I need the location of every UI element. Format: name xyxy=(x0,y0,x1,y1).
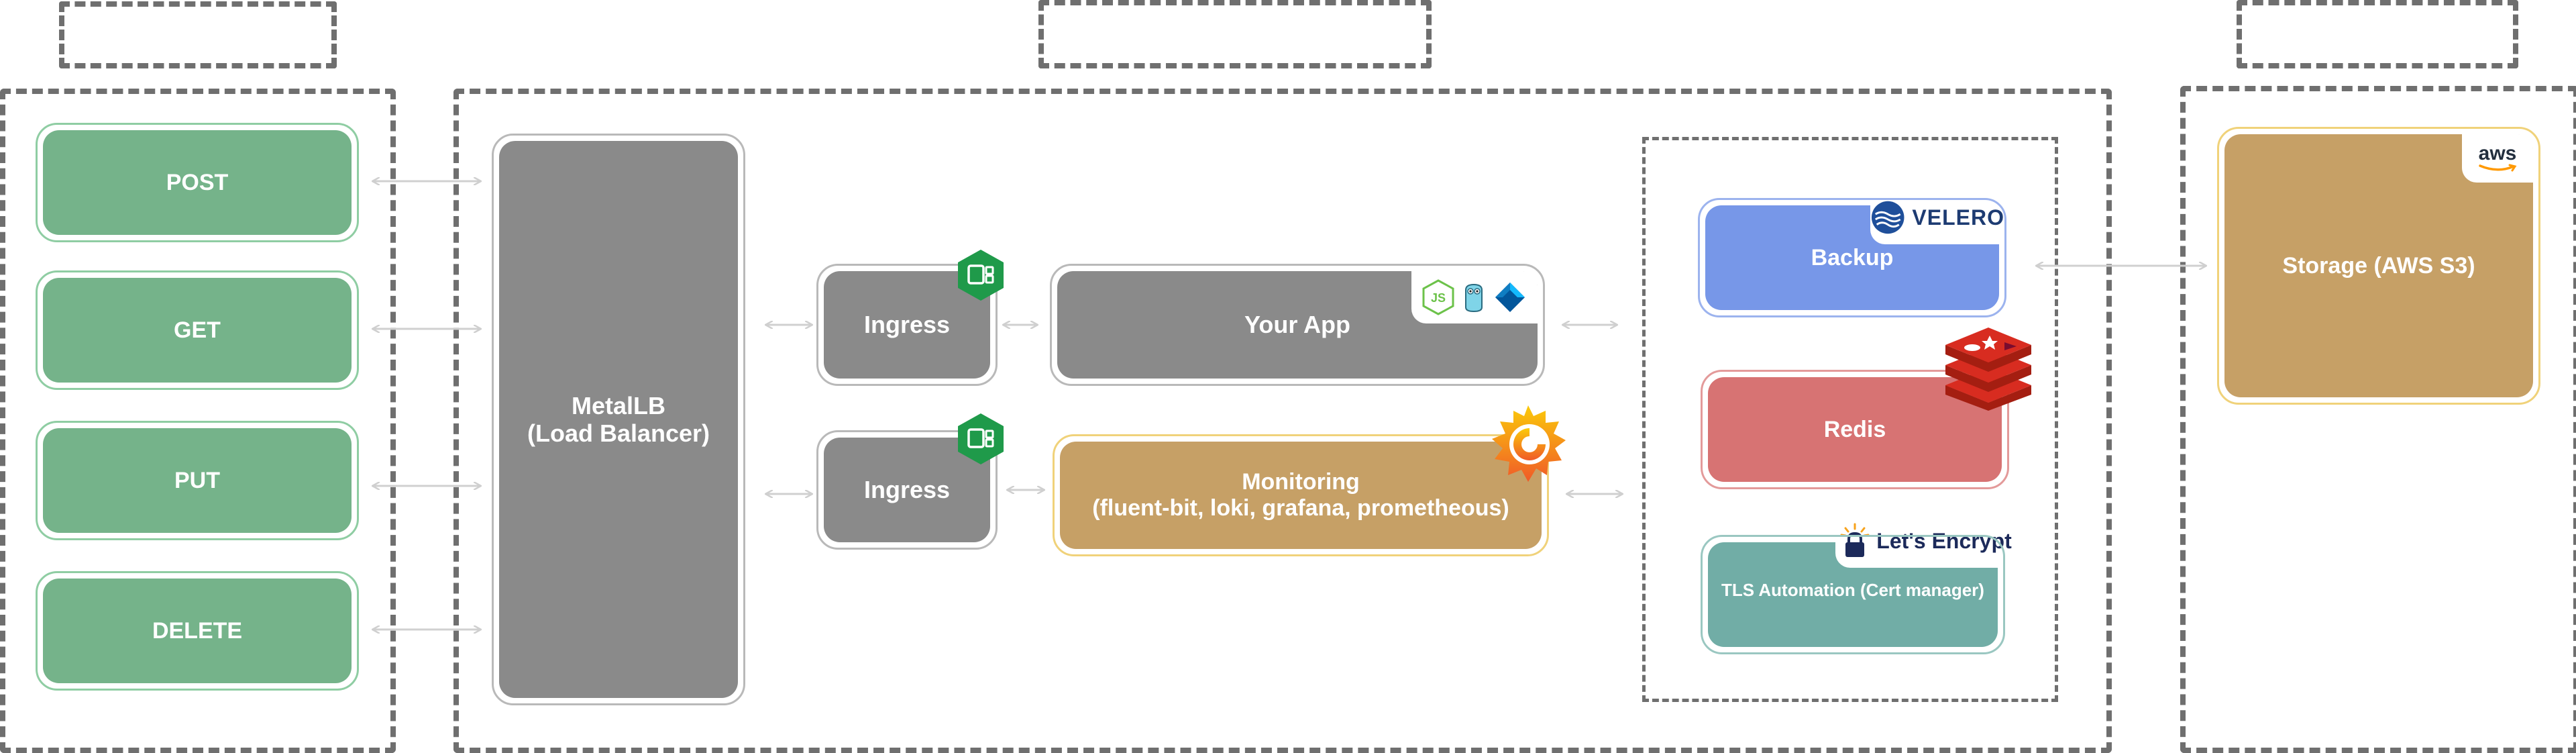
velero-wave-icon xyxy=(1871,201,1904,234)
letsencrypt-logo-text: Let's Encrypt xyxy=(1876,528,2012,553)
app-tech-logos: JS xyxy=(1411,271,1538,323)
services-frame xyxy=(1642,137,2058,702)
put-request-box[interactable]: PUT xyxy=(36,421,359,540)
requests-frame xyxy=(0,89,396,753)
nginx-ingress-hexagon-icon xyxy=(958,413,1004,464)
monitoring-title: Monitoring xyxy=(1242,468,1360,495)
backup-label: Backup xyxy=(1811,244,1894,270)
cloud-frame xyxy=(2180,86,2576,753)
gopher-icon xyxy=(1465,283,1483,313)
post-request-box[interactable]: POST xyxy=(36,123,359,242)
ingress-bottom-label: Ingress xyxy=(863,476,951,503)
aws-logo: aws xyxy=(2462,134,2533,183)
monitoring-subtitle: (fluent-bit, loki, grafana, prometheous) xyxy=(1092,495,1509,521)
nodejs-hexagon-icon: JS xyxy=(1422,279,1454,315)
cluster-frame xyxy=(453,89,2112,753)
cluster-frame-tab xyxy=(1038,0,1432,68)
put-label: PUT xyxy=(174,467,220,493)
velero-logo: VELERO xyxy=(1870,191,2004,244)
get-label: GET xyxy=(174,317,221,343)
nginx-ingress-hexagon-icon xyxy=(958,250,1004,301)
your-app-box[interactable]: Your App JS xyxy=(1050,264,1545,386)
monitoring-box[interactable]: Monitoring (fluent-bit, loki, grafana, p… xyxy=(1053,434,1549,556)
metallb-title: MetalLB xyxy=(571,391,665,419)
velero-logo-text: VELERO xyxy=(1912,205,2004,230)
post-label: POST xyxy=(166,169,229,195)
storage-aws-s3-box[interactable]: Storage (AWS S3) aws xyxy=(2217,127,2540,405)
flutter-dart-icon xyxy=(1495,283,1525,312)
ingress-top-label: Ingress xyxy=(863,311,951,338)
get-request-box[interactable]: GET xyxy=(36,270,359,390)
storage-label: Storage (AWS S3) xyxy=(2282,252,2475,279)
redis-label: Redis xyxy=(1823,416,1886,442)
aws-smile-icon xyxy=(2479,164,2517,172)
tls-automation-box[interactable]: TLS Automation (Cert manager) Let's Encr… xyxy=(1701,514,2017,654)
delete-label: DELETE xyxy=(152,617,243,644)
metallb-subtitle: (Load Balancer) xyxy=(527,419,710,447)
metallb-load-balancer-box[interactable]: MetalLB (Load Balancer) xyxy=(492,134,745,705)
letsencrypt-logo: Let's Encrypt xyxy=(1835,514,2017,568)
grafana-icon xyxy=(1492,405,1566,482)
ingress-bottom-box[interactable]: Ingress xyxy=(816,430,998,550)
your-app-label: Your App xyxy=(1244,311,1350,338)
backup-box[interactable]: Backup VELERO xyxy=(1698,191,2006,317)
redis-icon xyxy=(1945,328,2031,411)
requests-frame-tab xyxy=(59,1,337,68)
lock-icon xyxy=(1840,523,1870,557)
nodejs-logo-text: JS xyxy=(1431,291,1446,305)
tls-label: TLS Automation (Cert manager) xyxy=(1721,579,1984,600)
delete-request-box[interactable]: DELETE xyxy=(36,571,359,691)
cloud-frame-tab xyxy=(2237,0,2518,68)
aws-logo-text: aws xyxy=(2478,142,2517,164)
